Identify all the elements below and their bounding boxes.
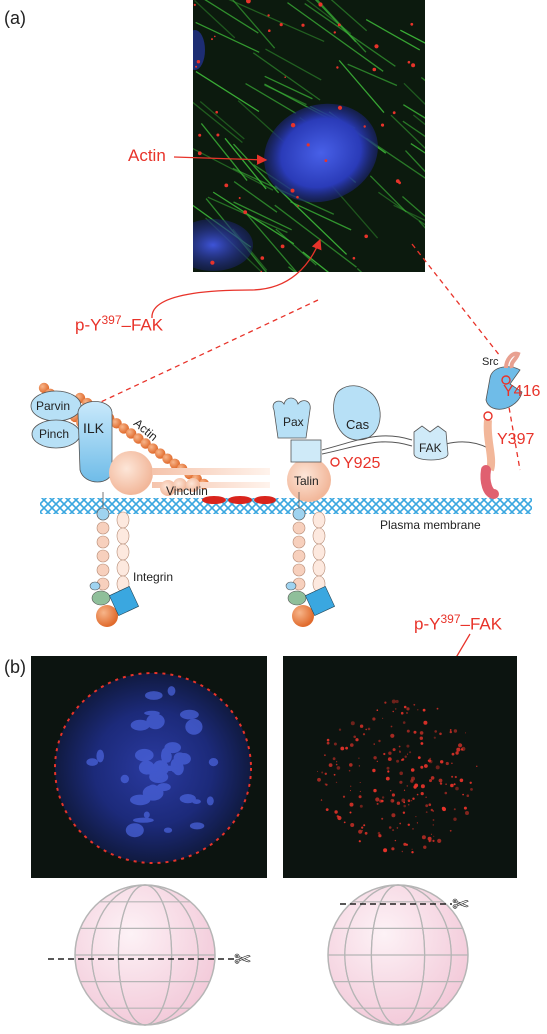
vinculin-ball-1 — [160, 480, 176, 496]
pfak-label-a-sup: 397 — [101, 313, 122, 327]
pax-base — [290, 439, 322, 463]
pfak-label-b-sup: 397 — [440, 612, 461, 626]
actin-arrow — [173, 154, 268, 165]
ilk-label: ILK — [83, 420, 105, 436]
zoom-line-right — [411, 243, 501, 357]
pinch-label: Pinch — [39, 427, 70, 441]
src-label: Src — [482, 356, 499, 368]
src-tail — [504, 351, 521, 369]
fak-label: FAK — [419, 441, 442, 455]
fak-tail-red — [480, 465, 499, 499]
vinculin-bar-2 — [152, 482, 270, 488]
vinculin-bar-1 — [152, 468, 270, 475]
linker-line-2 — [321, 441, 413, 455]
fak-tail — [483, 419, 496, 472]
sphere-left — [74, 884, 216, 1026]
pfak-label-a-prefix: p-Y — [75, 315, 102, 335]
vinculin-ball-2 — [173, 478, 187, 492]
pfak-label-a-suffix: –FAK — [121, 315, 164, 335]
y397-label: Y397 — [497, 431, 535, 448]
actin-micrograph-image — [193, 0, 425, 272]
scissors-icon-left: ✄ — [234, 949, 251, 971]
actin-micrograph — [193, 0, 425, 272]
actin-label: Actin — [128, 146, 166, 165]
plasma-membrane — [40, 498, 532, 514]
linker-line-3 — [445, 441, 489, 449]
src-protein — [485, 366, 523, 410]
pax-label: Pax — [283, 415, 304, 429]
y416-label: Y416 — [503, 383, 541, 400]
integrin-left — [89, 492, 140, 627]
integrin-label: Integrin — [133, 570, 174, 584]
y925-site — [330, 457, 340, 467]
zoom-line-left — [87, 299, 319, 409]
panel-b-label: (b) — [4, 657, 26, 677]
sphere-right — [327, 884, 469, 1026]
linker-line — [321, 435, 413, 451]
micrograph-b-right — [283, 656, 517, 878]
plasma-membrane-label: Plasma membrane — [380, 518, 481, 532]
talin-label: Talin — [294, 474, 319, 488]
pfak-label-b: p-Y397–FAK — [414, 612, 502, 635]
pax-protein — [272, 397, 311, 439]
parvin-label: Parvin — [36, 399, 71, 413]
talin-protein — [287, 458, 331, 502]
pfak-label-a: p-Y397–FAK — [75, 313, 163, 336]
vinculin-ball-3 — [186, 478, 200, 492]
cas-protein — [333, 385, 381, 441]
scissors-icon-right: ✄ — [452, 894, 469, 916]
micrograph-b-left-image — [31, 656, 267, 878]
y397-site — [483, 411, 493, 421]
cas-label: Cas — [346, 417, 370, 432]
red-segment-3 — [254, 496, 276, 504]
pfak-curved-arrow — [151, 238, 322, 319]
ilk-protein — [77, 401, 113, 483]
y925-label: Y925 — [343, 455, 381, 472]
panel-a-label: (a) — [4, 8, 26, 28]
micrograph-b-left — [31, 656, 267, 878]
pfak-label-b-suffix: –FAK — [460, 614, 503, 634]
vinculin-head — [109, 451, 153, 495]
integrin-right — [285, 492, 336, 627]
red-segment-1 — [202, 496, 226, 504]
fak-protein — [413, 425, 449, 461]
micrograph-b-right-image — [283, 656, 517, 878]
y416-site — [501, 375, 511, 385]
vinculin-label: Vinculin — [166, 484, 208, 498]
pfak-label-b-prefix: p-Y — [414, 614, 441, 634]
red-segment-2 — [228, 496, 252, 504]
